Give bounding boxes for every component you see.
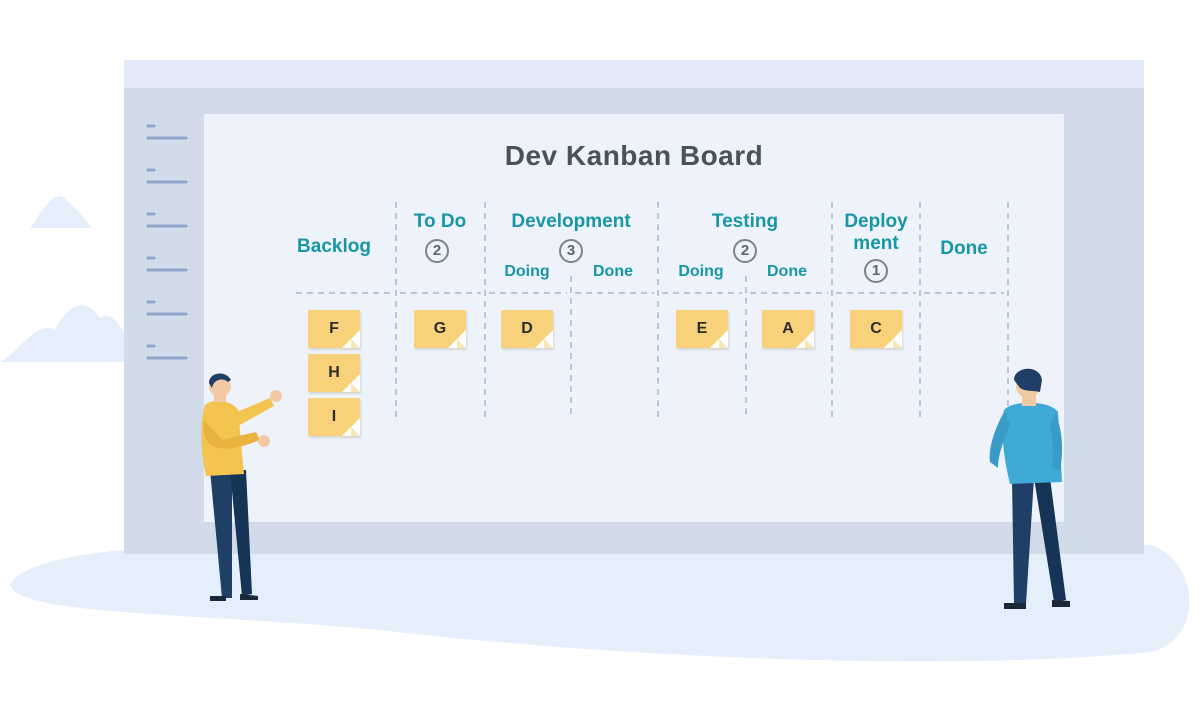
card-testing-doing-1[interactable]: E <box>676 310 728 348</box>
subcolumn-title-testing-doing: Doing <box>678 263 724 280</box>
card-backlog-2[interactable]: H <box>308 354 360 392</box>
wip-limit-development: 3 <box>559 239 583 263</box>
column-title-todo: To Do <box>413 211 467 232</box>
card-testing-done-1[interactable]: A <box>762 310 814 348</box>
board-title: Dev Kanban Board <box>504 140 764 171</box>
column-dividers <box>395 202 1009 418</box>
subcolumn-title-testing-done: Done <box>767 263 807 280</box>
wip-limit-todo: 2 <box>425 239 449 263</box>
wip-limit-deployment: 1 <box>864 259 888 283</box>
cloud-left-bottom <box>0 305 125 362</box>
person-right <box>989 368 1070 609</box>
cloud-left-top <box>30 196 92 228</box>
wip-limit-testing: 2 <box>733 239 757 263</box>
column-title-development: Development <box>511 211 631 232</box>
board-frame-top <box>124 60 1144 88</box>
column-title-deployment-line2: ment <box>853 233 899 254</box>
ground-shadow <box>10 543 1190 662</box>
column-title-backlog: Backlog <box>297 236 371 257</box>
card-todo-1[interactable]: G <box>414 310 466 348</box>
subcolumn-title-development-doing: Doing <box>504 263 550 280</box>
column-title-done: Done <box>940 238 988 259</box>
subcolumn-title-development-done: Done <box>593 263 633 280</box>
side-lines <box>146 124 188 360</box>
card-development-doing-1[interactable]: D <box>501 310 553 348</box>
column-title-deployment-line1: Deploy <box>844 211 908 232</box>
card-deployment-1[interactable]: C <box>850 310 902 348</box>
column-title-testing: Testing <box>711 211 779 232</box>
person-left <box>201 373 282 601</box>
card-backlog-3[interactable]: I <box>308 398 360 436</box>
column-title-deployment: Deploy ment <box>834 211 918 255</box>
card-backlog-1[interactable]: F <box>308 310 360 348</box>
